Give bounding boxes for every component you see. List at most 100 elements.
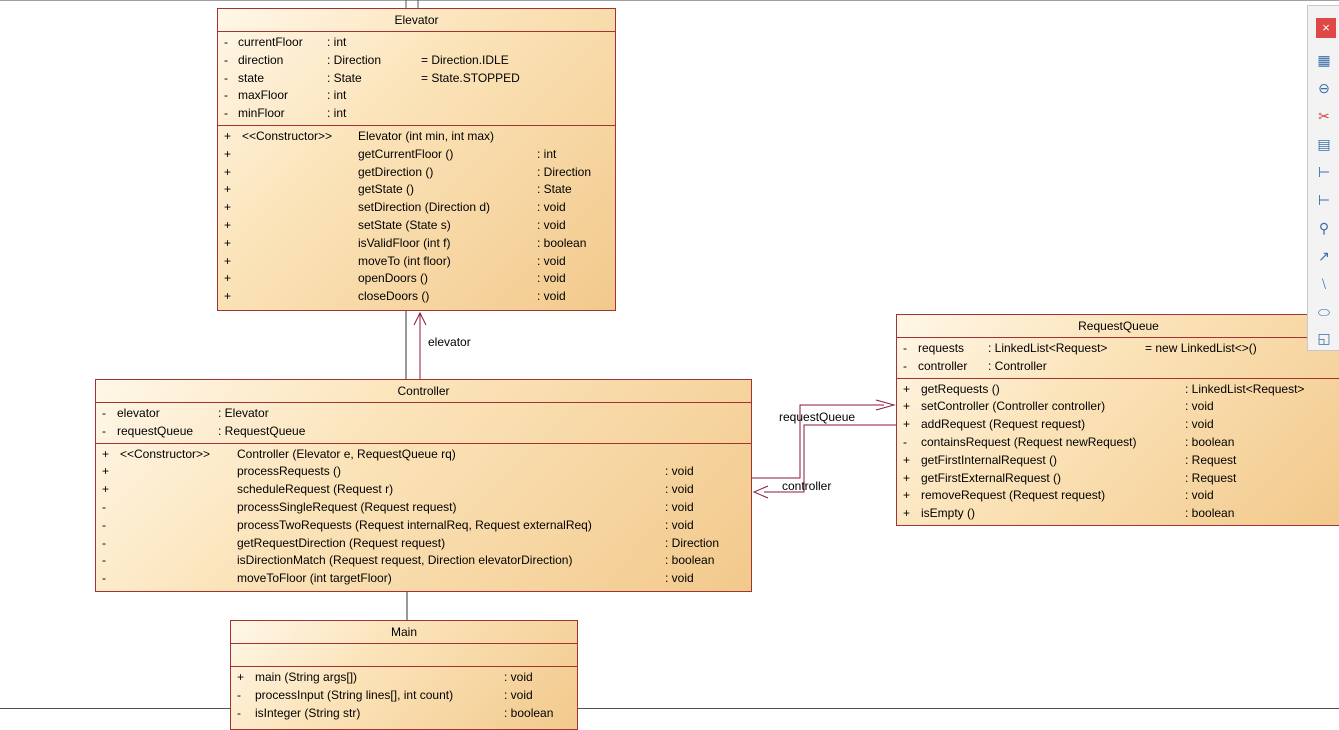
- class-title: RequestQueue: [897, 315, 1339, 338]
- return-type: : Request: [1185, 452, 1237, 467]
- line-icon[interactable]: ⧵: [1321, 276, 1327, 292]
- operation-signature: setController (Controller controller): [921, 399, 1106, 414]
- attribute-row[interactable]: -controller: Controller: [897, 358, 1339, 376]
- operation-row[interactable]: +getRequests (): LinkedList<Request>: [897, 381, 1339, 399]
- operation-row[interactable]: +getDirection (): Direction: [218, 164, 615, 182]
- operation-row[interactable]: +removeRequest (Request request): void: [897, 487, 1339, 505]
- class-elevator[interactable]: Elevator -currentFloor: int-direction: D…: [217, 8, 616, 311]
- attribute-row[interactable]: -requestQueue: RequestQueue: [96, 423, 751, 441]
- operation-signature: closeDoors (): [358, 289, 430, 304]
- attribute-row[interactable]: -elevator: Elevator: [96, 405, 751, 423]
- close-button[interactable]: ×: [1316, 18, 1336, 38]
- visibility: +: [224, 128, 232, 143]
- operation-row[interactable]: -getRequestDirection (Request request): …: [96, 535, 751, 553]
- dependency-icon[interactable]: ↗: [1318, 248, 1330, 264]
- attribute-row[interactable]: -requests: LinkedList<Request>= new Link…: [897, 340, 1339, 358]
- operation-row[interactable]: +closeDoors (): void: [218, 288, 615, 306]
- attributes-section: [231, 644, 577, 667]
- operation-row[interactable]: +moveTo (int floor): void: [218, 253, 615, 271]
- visibility: +: [237, 670, 245, 684]
- visibility: +: [224, 271, 232, 286]
- operation-signature: getCurrentFloor (): [358, 146, 454, 161]
- return-type: : void: [665, 464, 694, 479]
- class-title: Main: [231, 621, 577, 644]
- operation-signature: containsRequest (Request newRequest): [921, 434, 1137, 449]
- operation-row[interactable]: -processInput (String lines[], int count…: [231, 687, 577, 705]
- visibility: +: [224, 235, 232, 250]
- class-main[interactable]: Main +main (String args[]): void-process…: [230, 620, 578, 730]
- package-tree-alt-icon[interactable]: ⊢: [1317, 192, 1331, 208]
- operation-row[interactable]: +getFirstInternalRequest (): Request: [897, 452, 1339, 470]
- canvas-bottom-border: [0, 708, 1339, 709]
- operation-signature: processInput (String lines[], int count): [255, 687, 454, 702]
- attribute-name: minFloor: [238, 106, 285, 121]
- operation-row[interactable]: +isEmpty (): boolean: [897, 505, 1339, 523]
- operation-row[interactable]: +addRequest (Request request): void: [897, 416, 1339, 434]
- operation-signature: getDirection (): [358, 164, 434, 179]
- class-requestqueue[interactable]: RequestQueue -requests: LinkedList<Reque…: [896, 314, 1339, 526]
- visibility: +: [903, 506, 911, 521]
- attribute-row[interactable]: -direction: Direction= Direction.IDLE: [218, 52, 615, 70]
- attribute-name: maxFloor: [238, 88, 289, 103]
- return-type: : Direction: [665, 535, 720, 550]
- visibility: -: [224, 35, 228, 49]
- note-icon[interactable]: ◱: [1317, 330, 1331, 346]
- controller-role-label: controller: [782, 479, 832, 493]
- operation-row[interactable]: +openDoors (): void: [218, 270, 615, 288]
- operation-row[interactable]: +setDirection (Direction d): void: [218, 199, 615, 217]
- attribute-row[interactable]: -state: State= State.STOPPED: [218, 70, 615, 88]
- operation-signature: getRequestDirection (Request request): [237, 535, 446, 550]
- operation-row[interactable]: +main (String args[]): void: [231, 669, 577, 687]
- ellipse-icon[interactable]: ⬭: [1318, 304, 1330, 320]
- attribute-name: elevator: [117, 406, 160, 420]
- canvas-top-border: [0, 0, 1339, 1]
- controller-arrowhead: [752, 485, 769, 499]
- operation-row[interactable]: +scheduleRequest (Request r): void: [96, 481, 751, 499]
- operation-row[interactable]: +setController (Controller controller): …: [897, 398, 1339, 416]
- visibility: +: [102, 446, 110, 461]
- operation-row[interactable]: -processTwoRequests (Request internalReq…: [96, 517, 751, 535]
- return-type: : void: [1185, 399, 1214, 414]
- attribute-initial-value: = new LinkedList<>(): [1145, 341, 1257, 355]
- attribute-row[interactable]: -currentFloor: int: [218, 34, 615, 52]
- visibility: -: [224, 106, 228, 121]
- interface-icon[interactable]: ⚲: [1318, 220, 1330, 236]
- zoom-out-icon[interactable]: ⊖: [1318, 80, 1330, 96]
- visibility: +: [224, 146, 232, 161]
- attribute-type: : int: [327, 88, 347, 103]
- operation-row[interactable]: -isDirectionMatch (Request request, Dire…: [96, 552, 751, 570]
- operation-row[interactable]: +<<Constructor>>Elevator (int min, int m…: [218, 128, 615, 146]
- operation-row[interactable]: +<<Constructor>>Controller (Elevator e, …: [96, 446, 751, 464]
- operation-row[interactable]: -moveToFloor (int targetFloor): void: [96, 570, 751, 588]
- operations-section: +<<Constructor>>Elevator (int min, int m…: [218, 126, 615, 308]
- class-icon[interactable]: ▤: [1317, 136, 1331, 152]
- attribute-row[interactable]: -minFloor: int: [218, 105, 615, 123]
- operation-row[interactable]: -processSingleRequest (Request request):…: [96, 499, 751, 517]
- operation-row[interactable]: +getFirstExternalRequest (): Request: [897, 470, 1339, 488]
- visibility: -: [102, 423, 106, 438]
- attribute-row[interactable]: -maxFloor : int: [218, 87, 615, 105]
- attribute-type: : Elevator: [218, 406, 269, 420]
- operation-row[interactable]: +getState (): State: [218, 181, 615, 199]
- operation-row[interactable]: +isValidFloor (int f): boolean: [218, 235, 615, 253]
- attribute-type: : RequestQueue: [218, 423, 306, 438]
- controller-link: [764, 424, 896, 493]
- class-controller[interactable]: Controller -elevator: Elevator-requestQu…: [95, 379, 752, 592]
- visibility: -: [237, 687, 241, 702]
- visibility: +: [224, 164, 232, 179]
- operation-row[interactable]: -containsRequest (Request newRequest): b…: [897, 434, 1339, 452]
- operation-row[interactable]: +setState (State s): void: [218, 217, 615, 235]
- package-tree-icon[interactable]: ⊢: [1317, 164, 1331, 180]
- stereotype: <<Constructor>>: [120, 446, 211, 461]
- operation-row[interactable]: +getCurrentFloor (): int: [218, 146, 615, 164]
- operation-signature: processTwoRequests (Request internalReq,…: [237, 517, 592, 532]
- return-type: : boolean: [1185, 506, 1235, 521]
- operation-row[interactable]: -isInteger (String str): boolean: [231, 705, 577, 723]
- diagram-properties-icon[interactable]: ▦: [1317, 52, 1331, 68]
- visibility: -: [224, 88, 228, 103]
- visibility: +: [224, 200, 232, 215]
- cut-icon[interactable]: ✂: [1318, 108, 1330, 124]
- operation-row[interactable]: +processRequests (): void: [96, 463, 751, 481]
- request-queue-link: [752, 404, 884, 479]
- class-title: Elevator: [218, 9, 615, 32]
